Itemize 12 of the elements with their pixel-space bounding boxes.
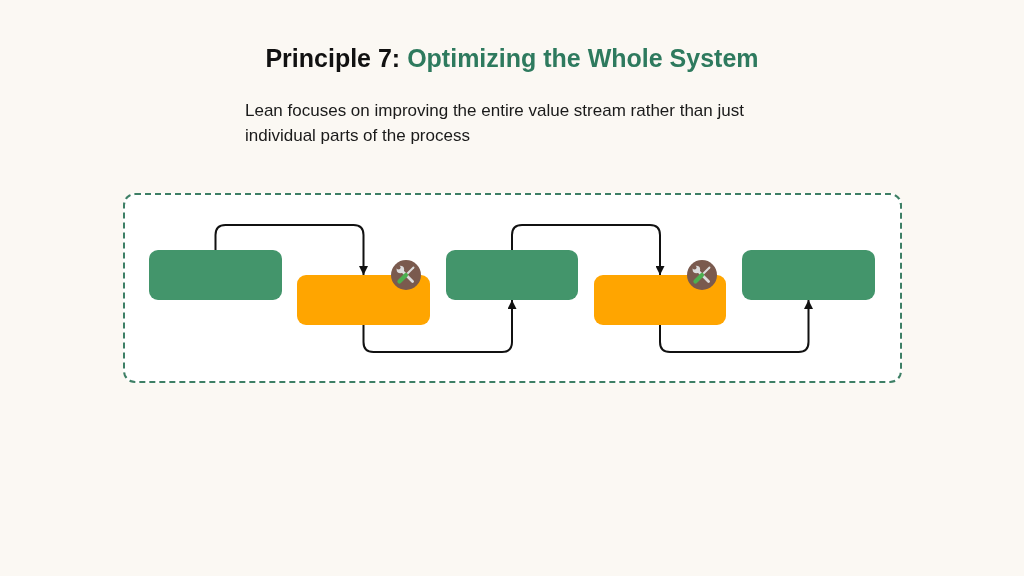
process-box <box>594 275 726 325</box>
title: Principle 7: Optimizing the Whole System <box>265 43 759 74</box>
arrow <box>659 299 813 353</box>
process-box <box>446 250 578 300</box>
process-box <box>149 250 282 300</box>
arrow <box>214 224 368 276</box>
arrow <box>362 299 517 353</box>
dashed-frame <box>123 193 902 383</box>
arrow <box>511 224 665 276</box>
process-box <box>742 250 875 300</box>
process-box <box>297 275 430 325</box>
description-text: Lean focuses on improving the entire value stream rather than just individual parts of the process <box>245 100 745 147</box>
